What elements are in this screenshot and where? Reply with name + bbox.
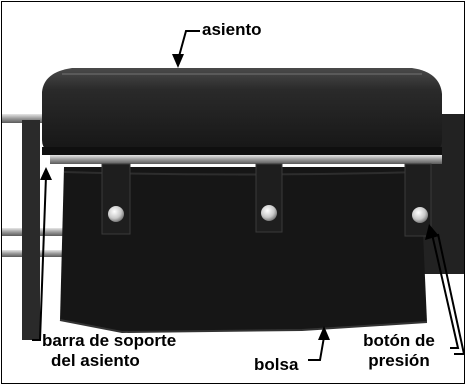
seat-bag-photo [2, 30, 464, 361]
seat-cushion [42, 68, 442, 155]
seat-arrow [177, 30, 200, 61]
button-arrow [431, 233, 460, 349]
callout-arrows [32, 30, 464, 361]
bag-arrow [308, 336, 325, 361]
seat-support-bar [50, 155, 442, 164]
snap-button-middle [261, 205, 277, 221]
bag-straps [101, 163, 432, 237]
snap-buttons [108, 205, 428, 223]
label-button-line2: presión [368, 351, 430, 370]
snap-button-left [108, 206, 124, 222]
label-seat-bar-line2: del asiento [51, 351, 140, 370]
label-seat: asiento [202, 20, 262, 39]
seat-bar-arrow [32, 175, 47, 341]
label-bag: bolsa [254, 355, 299, 374]
label-seat-bar-line1: barra de soporte [42, 331, 177, 350]
snap-button-right [412, 207, 428, 223]
label-button-line1: botón de [363, 331, 435, 350]
